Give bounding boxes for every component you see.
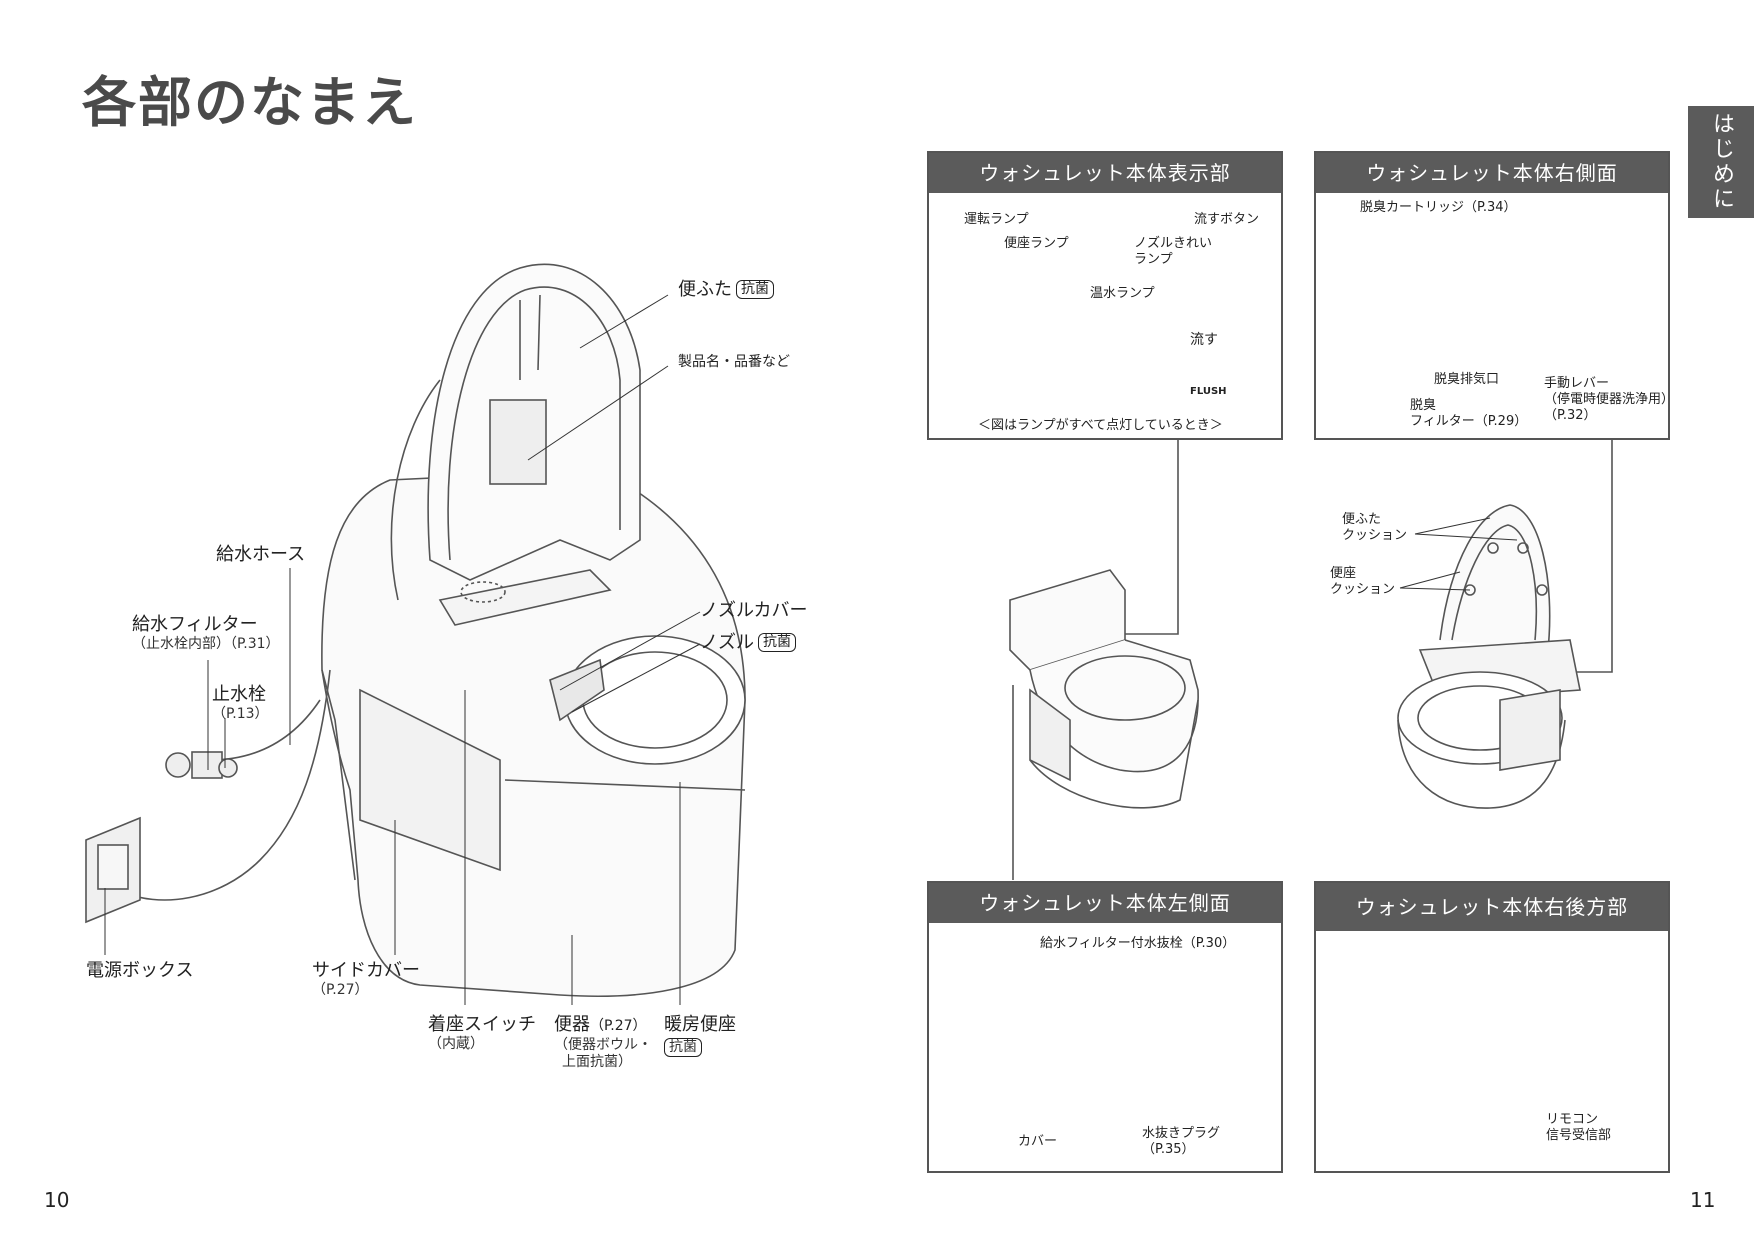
seat-lamp-label: 便座ランプ: [1004, 236, 1069, 251]
panel-left-side: ウォシュレット本体左側面: [927, 881, 1283, 1173]
bowl-label: 便器（P.27） （便器ボウル・ 上面抗菌）: [554, 1014, 652, 1070]
product-name-label: 製品名・品番など: [678, 354, 790, 370]
stop-valve-label: 止水栓 （P.13）: [212, 684, 269, 722]
power-box-label: 電源ボックス: [86, 960, 194, 981]
supply-filter-label: 給水フィルター （止水栓内部）（P.31）: [132, 614, 280, 652]
flush-key-label: 流す: [1190, 332, 1218, 348]
main-leader-lines: [104, 294, 701, 1005]
panel-right-side-title: ウォシュレット本体右側面: [1316, 153, 1668, 193]
manual-lever-label: 手動レバー （停電時便器洗浄用） （P.32）: [1544, 376, 1675, 423]
temp-lamp-label: 温水ランプ: [1090, 286, 1155, 301]
remote-receiver-label: リモコン 信号受信部: [1546, 1112, 1612, 1143]
page-number-right: 11: [1690, 1188, 1716, 1212]
flush-en-label: FLUSH: [1190, 386, 1227, 397]
deodorizer-cartridge-label: 脱臭カートリッジ（P.34）: [1360, 200, 1517, 215]
drain-plug-label: 水抜きプラグ （P.35）: [1142, 1126, 1221, 1157]
seat-switch-label: 着座スイッチ （内蔵）: [428, 1014, 536, 1052]
panel-right-side: ウォシュレット本体右側面: [1314, 151, 1670, 440]
lid-label: 便ふた抗菌: [678, 279, 774, 301]
nozzle-label: ノズル抗菌: [700, 632, 796, 654]
deodorizer-filter-label: 脱臭 フィルター（P.29）: [1410, 398, 1528, 429]
antibacterial-badge: 抗菌: [664, 1038, 702, 1057]
display-note: ＜図はランプがすべて点灯しているとき＞: [978, 418, 1223, 433]
side-cover-label: サイドカバー （P.27）: [312, 960, 420, 998]
panel-display: ウォシュレット本体表示部: [927, 151, 1283, 440]
panel-display-title: ウォシュレット本体表示部: [929, 153, 1281, 193]
small-toilet-right-illustration: [1397, 504, 1581, 809]
panel-rear-right: ウォシュレット本体右後方部: [1314, 881, 1670, 1173]
panel-left-side-title: ウォシュレット本体左側面: [929, 883, 1281, 923]
antibacterial-badge: 抗菌: [736, 280, 774, 299]
heated-seat-label: 暖房便座 抗菌: [664, 1014, 736, 1057]
page-title: 各部のなまえ: [82, 71, 418, 134]
exhaust-port-label: 脱臭排気口: [1434, 372, 1500, 387]
antibacterial-badge: 抗菌: [758, 633, 796, 652]
flush-button-label: 流すボタン: [1194, 212, 1260, 227]
lid-cushion-label: 便ふた クッション: [1342, 512, 1408, 543]
cover-label: カバー: [1018, 1134, 1058, 1149]
supply-hose-label: 給水ホース: [216, 544, 306, 565]
panel-connector-lines: [1012, 440, 1613, 880]
small-toilet-left-illustration: [1009, 569, 1199, 809]
seat-cushion-label: 便座 クッション: [1330, 566, 1396, 597]
nozzle-clean-lamp-label: ノズルきれい ランプ: [1134, 236, 1213, 267]
section-tab[interactable]: はじめに: [1688, 106, 1754, 218]
drain-valve-label: 給水フィルター付水抜栓（P.30）: [1040, 936, 1236, 951]
run-lamp-label: 運転ランプ: [964, 212, 1029, 227]
panel-rear-right-title: ウォシュレット本体右後方部: [1316, 883, 1668, 931]
nozzle-cover-label: ノズルカバー: [700, 600, 808, 621]
page-number-left: 10: [44, 1188, 70, 1212]
